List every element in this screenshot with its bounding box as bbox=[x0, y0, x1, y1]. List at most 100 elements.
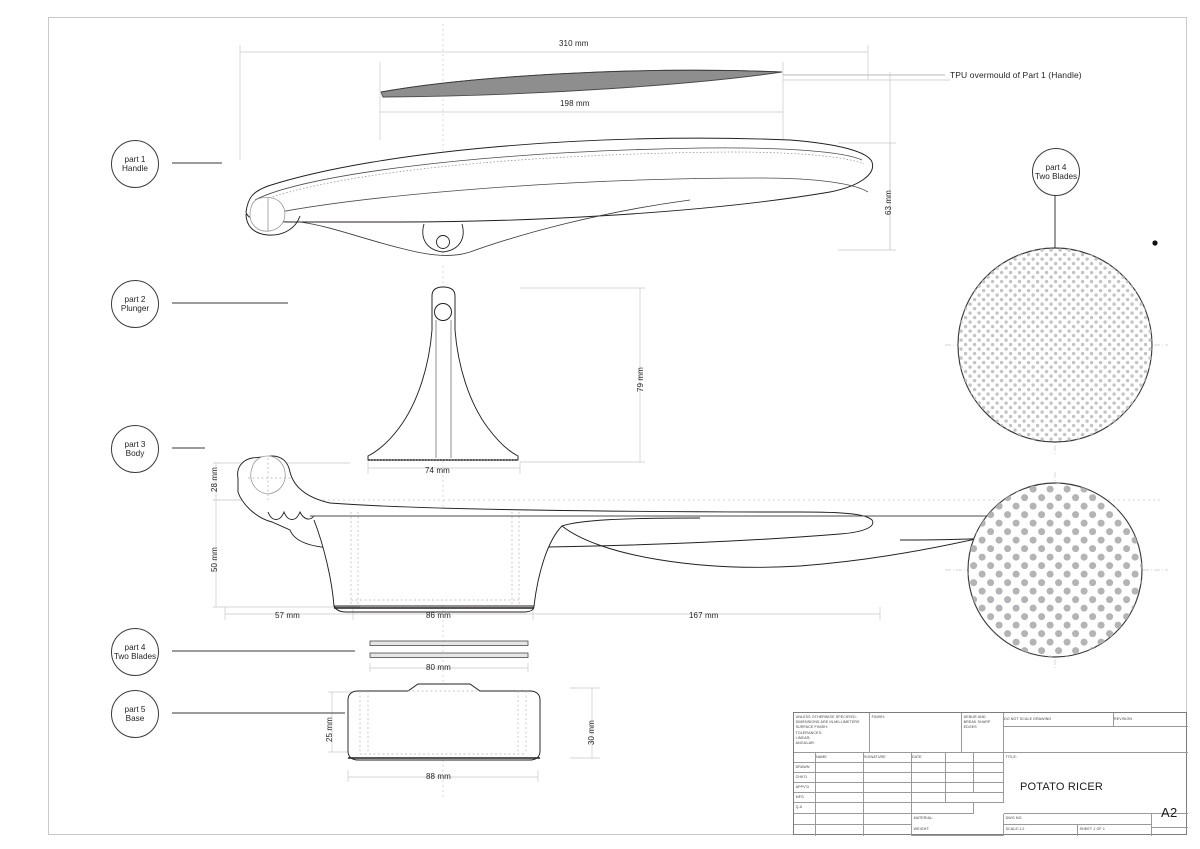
balloon-part-1-number: part 1 bbox=[124, 154, 146, 164]
tb-scale-cell: SCALE:1:2 bbox=[1004, 825, 1078, 836]
tb-title-label: TITLE: bbox=[1005, 754, 1018, 759]
balloon-part-3[interactable]: part 3 Body bbox=[111, 425, 159, 473]
note-tpu-overmould: TPU overmould of Part 1 (Handle) bbox=[950, 70, 1082, 80]
tb-revision-blank bbox=[1004, 727, 1188, 753]
tb-deburr-label: DEBUR AND BREAK SHARP EDGES bbox=[963, 714, 991, 730]
tb-col-date-label: DATE bbox=[912, 755, 922, 759]
tb-row-appvd: APPV'D bbox=[794, 783, 816, 793]
balloon-part-1-name: Handle bbox=[122, 164, 148, 173]
tb-col-x1 bbox=[946, 753, 974, 763]
tb-dwgno-label: DWG NO. bbox=[1005, 815, 1023, 820]
part1-handle-profile bbox=[245, 137, 874, 256]
tb-row-mfg: MFG bbox=[794, 793, 816, 803]
dim-plunger-width: 74 mm bbox=[425, 466, 450, 475]
tb-extra-r1c2 bbox=[816, 814, 864, 825]
sheet-size-label: A2 bbox=[1161, 805, 1178, 820]
balloon-part-2[interactable]: part 2 Plunger bbox=[111, 280, 159, 328]
tb-title-cell: TITLE: POTATO RICER bbox=[1004, 753, 1188, 814]
tb-col-date: DATE bbox=[912, 753, 946, 763]
dim-blade-width: 80 mm bbox=[426, 663, 451, 672]
tb-mfg-date[interactable] bbox=[912, 793, 946, 803]
tb-row-mfg-label: MFG bbox=[795, 794, 804, 799]
tb-size-cell: A2 bbox=[1152, 805, 1188, 828]
tb-col-signature: SIGNATURE bbox=[864, 753, 912, 763]
tb-chkd-signature[interactable] bbox=[864, 773, 912, 783]
tb-mfg-x1 bbox=[946, 793, 1004, 803]
tb-extra-r2c2 bbox=[816, 825, 864, 836]
dim-base-width: 88 mm bbox=[426, 772, 451, 781]
dim-plunger-height: 79 mm bbox=[636, 367, 645, 392]
tb-extra-r1c1 bbox=[794, 814, 816, 825]
tb-finish-label: FINISH: bbox=[871, 714, 886, 719]
tb-notes-text: UNLESS OTHERWISE SPECIFIED: DIMENSIONS A… bbox=[795, 714, 860, 746]
part4-blades-edge-view bbox=[369, 640, 529, 658]
tb-sheet-cell: SHEET 1 OF 1 bbox=[1078, 825, 1152, 836]
dim-body-upper: 28 mm bbox=[210, 467, 219, 492]
tb-appvd-x2 bbox=[974, 783, 1004, 793]
tb-chkd-x2 bbox=[974, 773, 1004, 783]
tb-col-name: NAME bbox=[816, 753, 864, 763]
tpu-overmould-strip bbox=[380, 69, 783, 98]
tb-drawn-x2 bbox=[974, 763, 1004, 773]
tb-mfg-signature[interactable] bbox=[864, 793, 912, 803]
tb-drawn-date[interactable] bbox=[912, 763, 946, 773]
dim-handle-grip: 198 mm bbox=[560, 99, 590, 108]
balloon-part-4-discs[interactable]: part 4 Two Blades bbox=[1032, 148, 1080, 196]
tb-deburr-cell: DEBUR AND BREAK SHARP EDGES bbox=[962, 713, 1004, 753]
tb-appvd-date[interactable] bbox=[912, 783, 946, 793]
tb-donotscale-label: DO NOT SCALE DRAWING bbox=[1004, 716, 1052, 721]
tb-row-chkd: CHK'D bbox=[794, 773, 816, 783]
balloon-part-2-number: part 2 bbox=[124, 294, 146, 304]
title-block: UNLESS OTHERWISE SPECIFIED: DIMENSIONS A… bbox=[793, 712, 1188, 836]
tb-col-x2 bbox=[974, 753, 1004, 763]
balloon-part-4-name: Two Blades bbox=[113, 652, 157, 661]
tb-material-label: MATERIAL: bbox=[913, 815, 934, 820]
fine-hole-disc bbox=[957, 247, 1153, 443]
tb-appvd-signature[interactable] bbox=[864, 783, 912, 793]
tb-chkd-date[interactable] bbox=[912, 773, 946, 783]
tb-extra-r2c1 bbox=[794, 825, 816, 836]
tb-extra-r2c3 bbox=[864, 825, 912, 836]
balloon-part-1[interactable]: part 1 Handle bbox=[111, 140, 159, 188]
tb-row-qa-label: Q.A bbox=[795, 804, 803, 809]
tb-weight-cell: WEIGHT: bbox=[912, 825, 1004, 836]
tb-size-blank bbox=[1152, 828, 1188, 836]
balloon-part-4-discs-name: Two Blades bbox=[1034, 172, 1078, 181]
tb-drawn-signature[interactable] bbox=[864, 763, 912, 773]
tb-revision-label: REVISION bbox=[1114, 716, 1133, 721]
part3-body-profile bbox=[237, 455, 1109, 613]
balloon-part-5-number: part 5 bbox=[124, 704, 146, 714]
tb-finish-cell: FINISH: bbox=[870, 713, 962, 753]
tb-drawn-x1 bbox=[946, 763, 974, 773]
dim-body-front: 57 mm bbox=[275, 611, 300, 620]
balloon-part-4-discs-number: part 4 bbox=[1045, 162, 1067, 172]
dim-body-mid: 86 mm bbox=[426, 611, 451, 620]
tb-qa-signature[interactable] bbox=[864, 803, 912, 814]
tb-qa-date[interactable] bbox=[912, 803, 974, 814]
tb-chkd-x1 bbox=[946, 773, 974, 783]
tb-drawn-name[interactable] bbox=[816, 763, 864, 773]
dim-base-height-left: 25 mm bbox=[325, 717, 334, 742]
balloon-part-4-number: part 4 bbox=[124, 642, 146, 652]
tb-qa-name[interactable] bbox=[816, 803, 864, 814]
tb-mfg-name[interactable] bbox=[816, 793, 864, 803]
tb-appvd-name[interactable] bbox=[816, 783, 864, 793]
tb-chkd-name[interactable] bbox=[816, 773, 864, 783]
balloon-part-4[interactable]: part 4 Two Blades bbox=[111, 628, 159, 676]
tb-revision-cell: REVISION bbox=[1114, 713, 1188, 727]
part5-base-profile bbox=[347, 683, 541, 761]
tb-col-signature-label: SIGNATURE bbox=[864, 755, 886, 759]
drawing-title: POTATO RICER bbox=[1020, 781, 1104, 793]
reference-dot-marker bbox=[1152, 240, 1158, 246]
tb-dwgno-cell: DWG NO. bbox=[1004, 814, 1152, 825]
dim-body-lower: 50 mm bbox=[210, 547, 219, 572]
balloon-part-5[interactable]: part 5 Base bbox=[111, 690, 159, 738]
tb-appvd-x1 bbox=[946, 783, 974, 793]
tb-row-qa: Q.A bbox=[794, 803, 816, 814]
tb-col-name-label: NAME bbox=[816, 755, 827, 759]
dim-handle-overall: 310 mm bbox=[559, 39, 589, 48]
tb-row-chkd-label: CHK'D bbox=[795, 774, 808, 779]
tb-weight-label: WEIGHT: bbox=[913, 826, 930, 831]
balloon-part-2-name: Plunger bbox=[120, 304, 150, 313]
